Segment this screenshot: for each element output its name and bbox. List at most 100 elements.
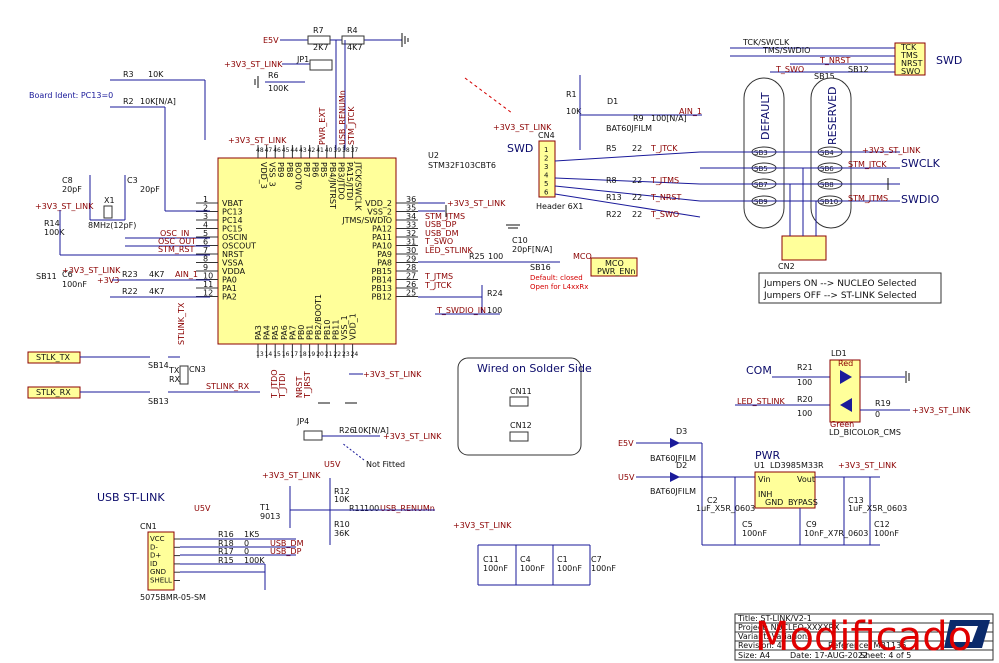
t-jtck-label-2: T_JTCK bbox=[650, 144, 678, 153]
mcu-part: STM32F103CBT6 bbox=[428, 161, 496, 170]
r26-val: 10K[N/A] bbox=[353, 426, 389, 435]
v3-label-6: +3V3_ST_LINK bbox=[363, 370, 422, 379]
cn4-ref: CN4 bbox=[538, 131, 555, 140]
cn1-pin-label: GND bbox=[150, 568, 166, 576]
watermark: Modificado bbox=[755, 614, 972, 660]
v3-label-5: +3V3_ST_LINK bbox=[228, 136, 287, 145]
r10-val: 36K bbox=[334, 529, 350, 538]
mcu-pin-num: 19 bbox=[308, 351, 316, 358]
x1-ref: X1 bbox=[104, 196, 115, 205]
mcu-pin-num: 18 bbox=[299, 351, 307, 358]
mcu-bottom-pins: 13PA314PA415PA516PA617PA718PB019PB120PB2… bbox=[254, 294, 358, 358]
cn1-ref: CN1 bbox=[140, 522, 157, 531]
v3-label-10: +3V3_ST_LINK bbox=[493, 123, 552, 132]
mcu-pin-num: 13 bbox=[256, 351, 264, 358]
mcu-pin-num: 8 bbox=[203, 255, 208, 264]
tb-revision: Revision: 4 bbox=[738, 641, 782, 650]
mcu-pin-name: PB1 bbox=[306, 325, 315, 340]
r22-ref: R22 bbox=[122, 287, 138, 296]
connector-cn2 bbox=[781, 235, 827, 261]
mcu-pin-name: PA1 bbox=[222, 284, 237, 293]
d2-val: BAT60JFILM bbox=[650, 487, 696, 496]
stm-jtms-label-2: STM_JTMS bbox=[848, 194, 888, 203]
v3-label-11: +3V3_ST_LINK bbox=[862, 146, 921, 155]
c2-val: 1uF_X5R_0603 bbox=[696, 504, 755, 513]
mcu-pin-num: 7 bbox=[203, 246, 208, 255]
mcu-pin-name: PA2 bbox=[222, 293, 237, 302]
resistor-r7 bbox=[307, 35, 331, 45]
com-title: COM bbox=[746, 364, 772, 377]
mcu-pin-num: 48 bbox=[256, 147, 264, 154]
port-swo: SWO bbox=[901, 67, 920, 76]
r14-val: 100K bbox=[44, 228, 65, 237]
r18-val: 0 bbox=[244, 539, 249, 548]
d1-ref: D1 bbox=[607, 97, 618, 106]
crystal-x1 bbox=[103, 205, 113, 219]
c4-ref: C4 bbox=[520, 555, 531, 564]
t1-val: 9013 bbox=[260, 512, 280, 521]
mcu-pin-name: PB8 bbox=[285, 162, 294, 177]
mcu-pin-name: VSSA bbox=[222, 259, 244, 268]
cn4-val: Header 6X1 bbox=[536, 202, 583, 211]
u1-val: LD3985M33R bbox=[770, 461, 824, 470]
mcu-pin-name: VSS_3 bbox=[268, 162, 277, 187]
r26-ref: R26 bbox=[339, 426, 355, 435]
mcu-pin-num: 38 bbox=[342, 147, 350, 154]
pwr-title: PWR bbox=[755, 449, 781, 462]
mcu-pin-name: PA11 bbox=[372, 233, 392, 242]
led-red-diode bbox=[840, 370, 852, 384]
r17-val: 0 bbox=[244, 547, 249, 556]
cn4-pin-number: 5 bbox=[544, 180, 548, 188]
tb-size: Size: A4 bbox=[738, 651, 770, 660]
mcu-pin-num: 44 bbox=[290, 147, 298, 154]
v3-label-2: +3V3_ST_LINK bbox=[35, 202, 94, 211]
mcu-pin-name: PB10 bbox=[323, 320, 332, 341]
default-label: DEFAULT bbox=[759, 92, 772, 140]
c7-ref: C7 bbox=[591, 555, 602, 564]
led-red: Red bbox=[838, 359, 853, 368]
v3-label-13: +3V3_ST_LINK bbox=[838, 461, 897, 470]
solder-bridge-label: SB10 bbox=[820, 198, 838, 206]
usb-dm-label: USB_DM bbox=[425, 229, 459, 238]
solder-bridge-label: SB5 bbox=[754, 165, 768, 173]
t-jtdo-label: T_JTDO bbox=[270, 369, 279, 399]
mcu-pin-num: 23 bbox=[342, 351, 350, 358]
mcu-pin-name: VDD_1 bbox=[349, 313, 358, 340]
r12-val: 10K bbox=[334, 495, 350, 504]
mcu-pin-num: 30 bbox=[406, 246, 416, 255]
usb-dm-label-2: USB_DM bbox=[270, 539, 304, 548]
v3b-label: +3V3 bbox=[97, 276, 119, 285]
mcu-top-pins: 48VDD_347VSS_346PB945PB844BOOT043PB742PB… bbox=[256, 145, 363, 211]
c10-ref: C10 bbox=[512, 236, 528, 245]
mcu-pin-num: 36 bbox=[406, 195, 416, 204]
mcu-pin-num: 2 bbox=[203, 204, 208, 213]
u5v-label-2: U5V bbox=[194, 504, 211, 513]
u1-vin: Vin bbox=[758, 475, 771, 484]
mcu-pin-num: 47 bbox=[265, 147, 273, 154]
sb14-ref: SB14 bbox=[148, 361, 169, 370]
mcu-pin-name: PC15 bbox=[222, 225, 243, 234]
swclk-label: SWCLK bbox=[901, 157, 941, 170]
r15-val: 100K bbox=[244, 556, 265, 565]
mcu-pin-name: PB5 bbox=[319, 162, 328, 177]
mcu-pin-num: 32 bbox=[406, 229, 416, 238]
r19-val: 0 bbox=[875, 410, 880, 419]
mcu-pin-num: 26 bbox=[406, 280, 416, 289]
mcu-pin-name: BOOT0 bbox=[293, 162, 302, 190]
t-nrst-label: T_NRST bbox=[819, 56, 851, 65]
mcu-pin-name: PA12 bbox=[372, 225, 392, 234]
mcu-pin-num: 43 bbox=[299, 147, 307, 154]
r19-ref: R19 bbox=[875, 399, 891, 408]
c3-ref: C3 bbox=[127, 176, 138, 185]
port-tck: TCK bbox=[900, 43, 917, 52]
mcu-pin-name: PB3/JTDO bbox=[336, 162, 345, 200]
mcu-pin-name: NRST bbox=[222, 250, 244, 259]
mcu-ref: U2 bbox=[428, 151, 439, 160]
r13-ref: R13 bbox=[606, 193, 622, 202]
led-stlink-label: LED_STLINK bbox=[425, 246, 473, 255]
mcu-pin-name: JTMS/SWDIO bbox=[341, 216, 392, 225]
mcu-pin-name: PA10 bbox=[372, 242, 392, 251]
